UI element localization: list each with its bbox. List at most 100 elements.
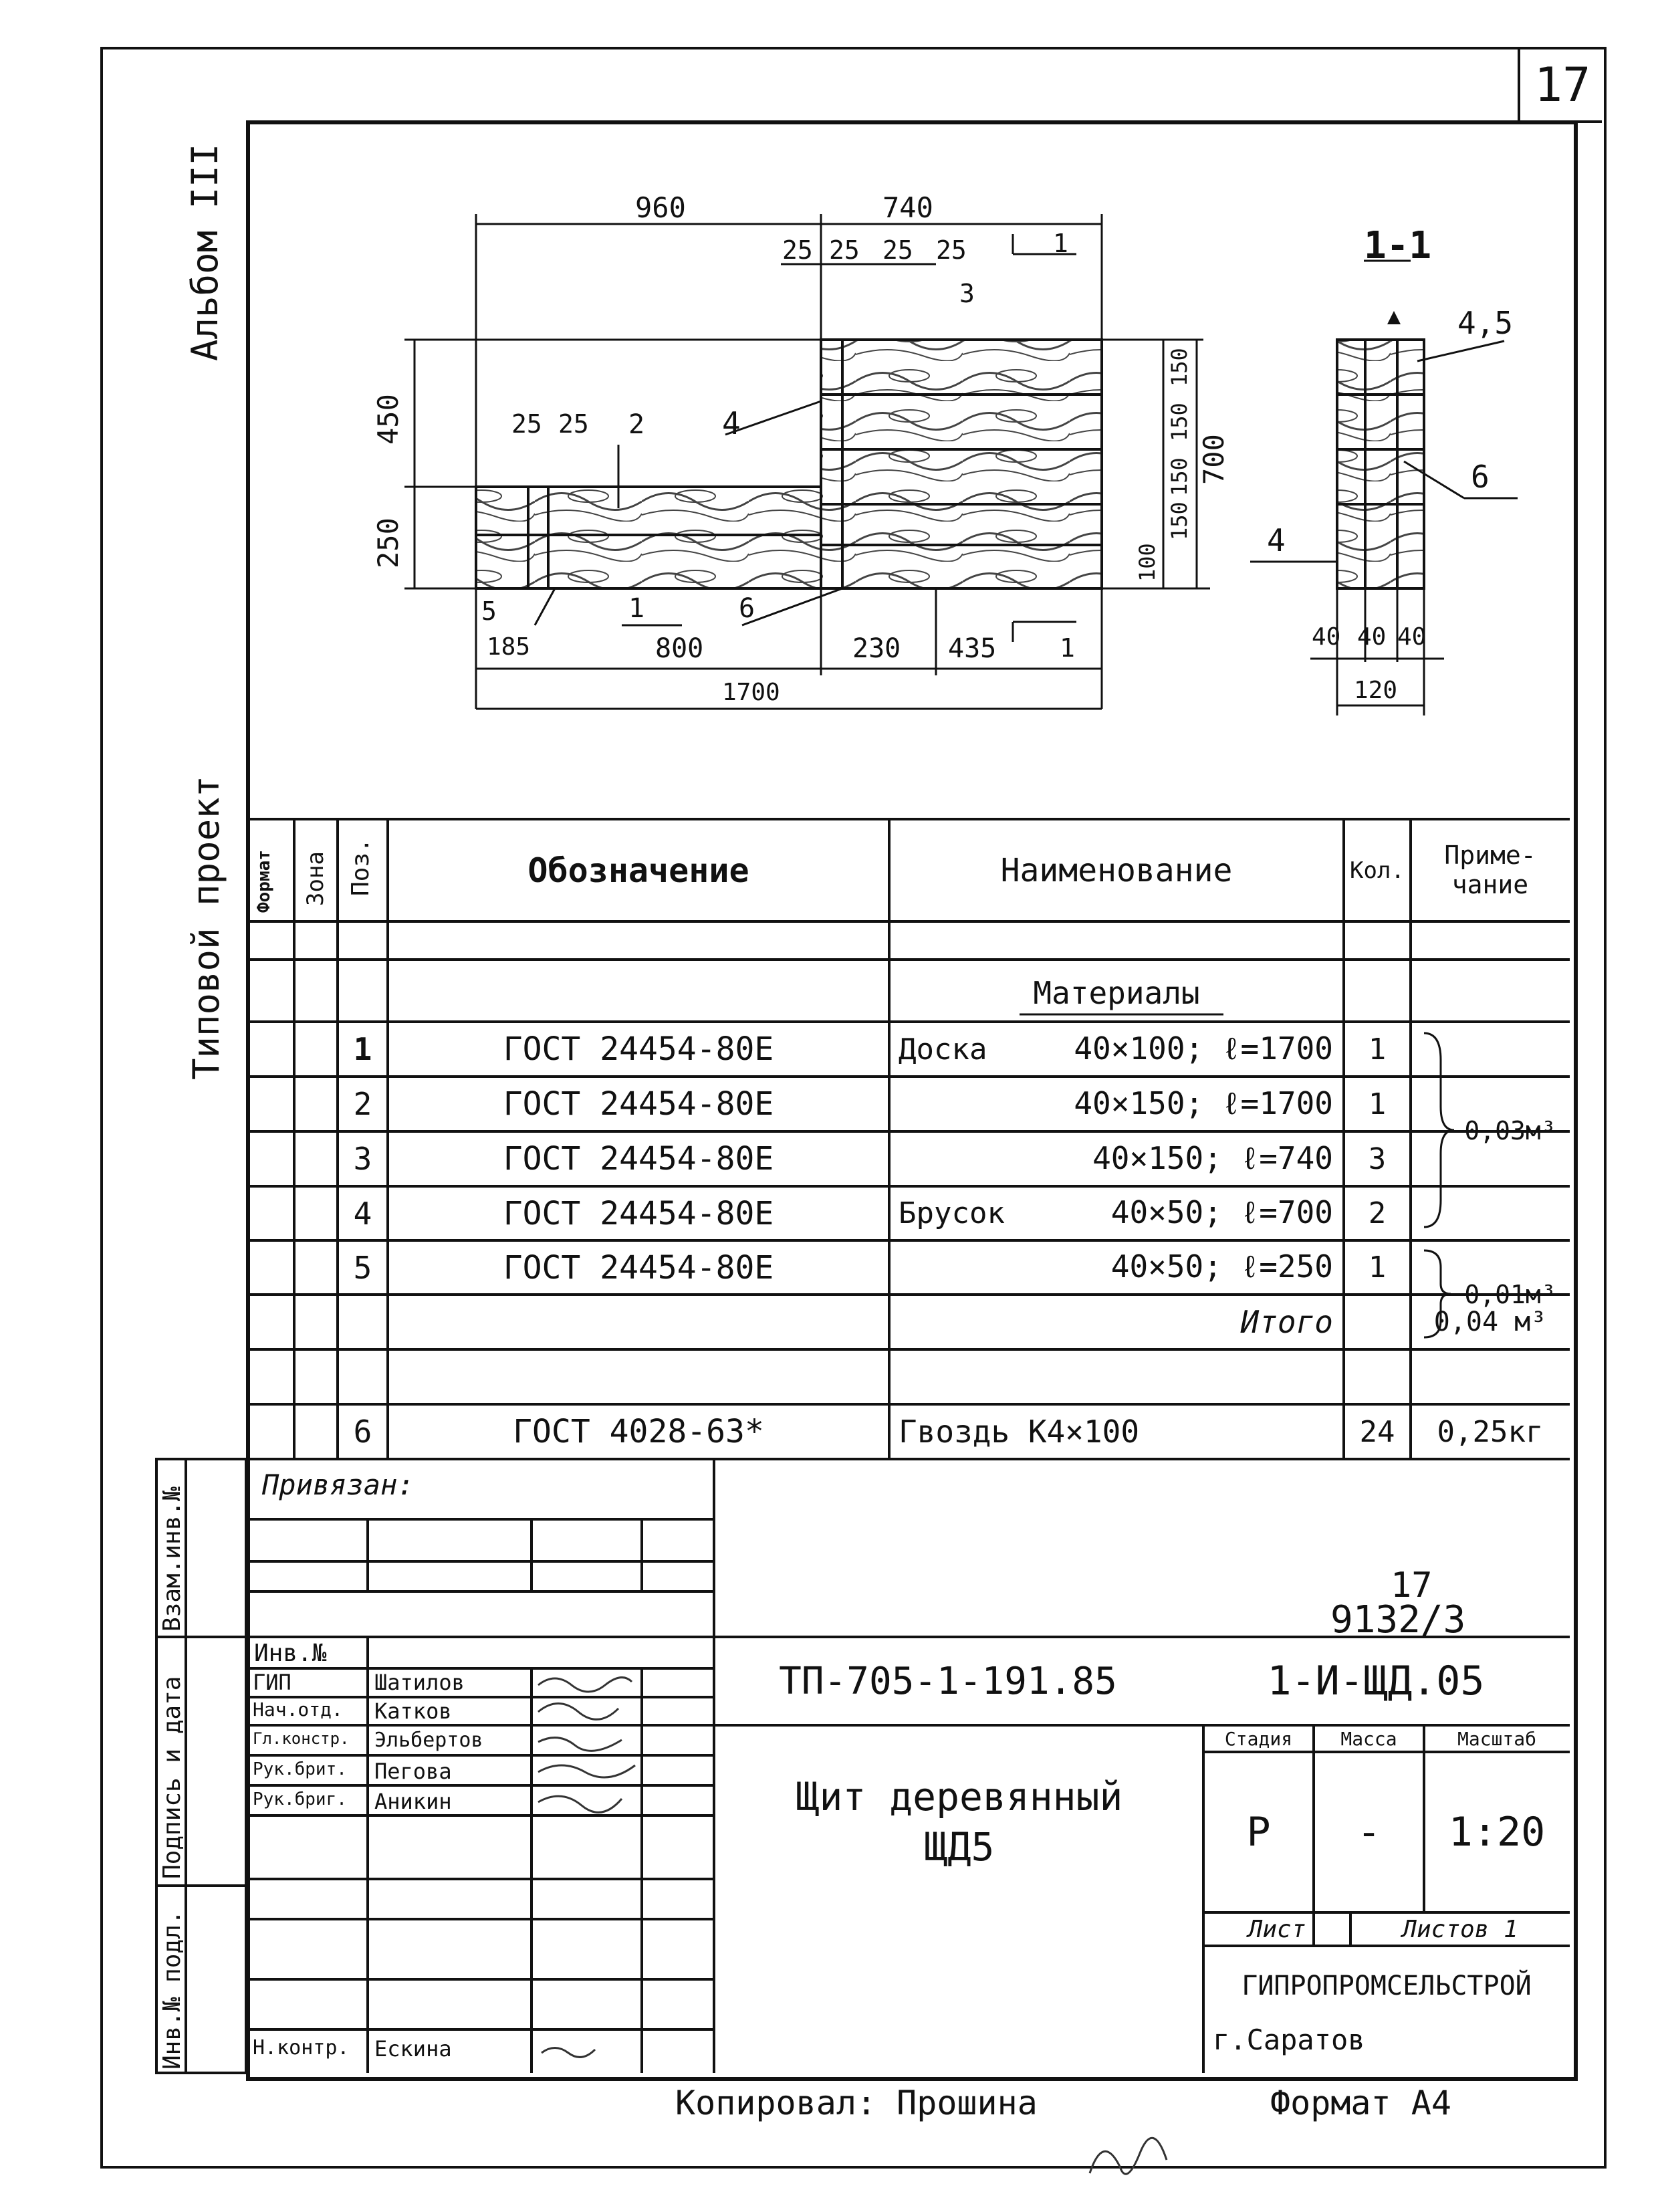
object-name: Щит деревянный ЩД5 [796, 1773, 1123, 1870]
sheet-number-box [1518, 48, 1602, 123]
col-designation-header: Обозначение [527, 851, 749, 890]
org-name: ГИПРОПРОМСЕЛЬСТРОЙ [1241, 1971, 1532, 2001]
pos-mark-3: 3 [959, 279, 975, 308]
dim-25c: 25 [882, 235, 913, 265]
dim-960: 960 [635, 191, 686, 224]
name-head-dept: Катков [374, 1698, 452, 1724]
dim-1700: 1700 [722, 679, 780, 706]
row6-note: 0,25кг [1437, 1414, 1544, 1449]
row4-qty: 2 [1368, 1196, 1387, 1230]
total-label: Итого [1240, 1304, 1333, 1340]
section-dim-40a: 40 [1312, 623, 1341, 651]
dim-800: 800 [655, 633, 704, 664]
section-mark: 1-1 [1364, 224, 1432, 267]
dim-25b: 25 [829, 235, 860, 265]
section-pos-45: 4,5 [1457, 305, 1514, 341]
sheet-code-bottom: 9132/3 [1330, 1598, 1466, 1642]
note-group-2: 0,01м³ [1464, 1280, 1556, 1309]
col-qty-header: Кол. [1350, 857, 1405, 884]
row3-qty: 3 [1368, 1141, 1387, 1176]
row6-pos: 6 [353, 1414, 372, 1450]
inner-frame [246, 120, 1578, 2081]
scale-label: Масштаб [1457, 1727, 1536, 1750]
small-dim-25a: 25 [511, 409, 542, 439]
dim-185: 185 [487, 633, 531, 661]
section-pos-6: 6 [1471, 459, 1490, 495]
scale-value: 1:20 [1448, 1809, 1546, 1856]
dim-25a: 25 [782, 235, 813, 265]
role-chief-designer: Гл.констр. [253, 1729, 350, 1748]
role-norm-control: Н.контр. [253, 2036, 350, 2060]
copied-by: Копировал: Прошина [675, 2084, 1038, 2122]
sheet-label: Лист [1248, 1915, 1306, 1943]
paper-format: Формат А4 [1270, 2084, 1451, 2122]
sheet-code-top: 17 [1391, 1565, 1433, 1606]
sheet-number: 17 [1534, 58, 1591, 112]
row6-qty: 24 [1359, 1414, 1395, 1449]
note-group-1: 0,03м³ [1464, 1116, 1556, 1145]
pos-mark-1: 1 [628, 593, 645, 624]
pos-mark-6: 6 [739, 593, 755, 624]
row2-pos: 2 [353, 1086, 372, 1122]
org-city: г.Саратов [1213, 2023, 1365, 2056]
role-team-lead-2: Рук.бриг. [253, 1789, 347, 1809]
materials-title: Материалы [1033, 975, 1200, 1011]
role-team-lead-1: Рук.брит. [253, 1759, 347, 1779]
row1-designation: ГОСТ 24454-80Е [503, 1030, 774, 1068]
dim-740: 740 [882, 191, 933, 224]
name-gip: Шатилов [374, 1670, 465, 1695]
stamp-signature-date: Подпись и дата [158, 1676, 186, 1879]
total-value: 0,04 м³ [1433, 1307, 1547, 1337]
row2-size: 40×150; ℓ=1700 [1074, 1085, 1333, 1121]
dim-230: 230 [852, 633, 901, 664]
row4-item: Брусок [899, 1196, 1005, 1230]
pos-mark-4: 4 [722, 405, 741, 441]
sheets-label: Листов 1 [1402, 1915, 1518, 1943]
row5-pos: 5 [353, 1249, 372, 1286]
name-chief-designer: Эльбертов [374, 1729, 483, 1752]
cut-mark-top: 1 [1053, 229, 1068, 258]
project-code: ТП-705-1-191.85 [779, 1659, 1117, 1703]
pos-mark-5: 5 [481, 596, 497, 626]
row1-pos: 1 [353, 1031, 372, 1067]
row3-designation: ГОСТ 24454-80Е [503, 1140, 774, 1178]
col-note-header: Приме-чание [1444, 840, 1536, 899]
section-pos-4: 4 [1267, 522, 1286, 558]
row4-pos: 4 [353, 1195, 372, 1232]
row3-pos: 3 [353, 1141, 372, 1177]
bound-label: Привязан: [262, 1468, 414, 1501]
row1-item: Доска [899, 1032, 987, 1067]
doc-code: 1-И-ЩД.05 [1267, 1658, 1485, 1704]
row2-designation: ГОСТ 24454-80Е [503, 1085, 774, 1123]
stamp-original-inv: Инв.№ подл. [158, 1910, 186, 2070]
row5-qty: 1 [1368, 1250, 1387, 1285]
stage-value: Р [1246, 1809, 1271, 1856]
section-dim-120: 120 [1354, 677, 1398, 704]
row6-item: Гвоздь К4×100 [899, 1414, 1140, 1450]
stamp-replaced-inv: Взам.инв.№ [158, 1486, 186, 1632]
name-team-lead-1: Пегова [374, 1759, 452, 1784]
cut-mark-bottom: 1 [1060, 633, 1075, 663]
small-dim-25b: 25 [558, 409, 589, 439]
mass-label: Масса [1340, 1727, 1397, 1750]
row4-size: 40×50; ℓ=700 [1110, 1194, 1333, 1230]
dim-25d: 25 [936, 235, 967, 265]
row5-designation: ГОСТ 24454-80Е [503, 1248, 774, 1287]
role-head-dept: Нач.отд. [253, 1698, 343, 1721]
mass-value: - [1356, 1809, 1381, 1856]
pos-mark-2: 2 [628, 409, 645, 440]
row4-designation: ГОСТ 24454-80Е [503, 1194, 774, 1232]
inv-label: Инв.№ [254, 1640, 327, 1667]
row1-qty: 1 [1368, 1032, 1387, 1067]
col-name-header: Наименование [1000, 851, 1233, 889]
stage-label: Стадия [1224, 1727, 1293, 1750]
row6-designation: ГОСТ 4028-63* [513, 1413, 764, 1450]
shield-drawing [404, 214, 1518, 715]
dim-435: 435 [948, 633, 997, 664]
row1-size: 40×100; ℓ=1700 [1074, 1030, 1333, 1067]
section-dim-40c: 40 [1397, 623, 1427, 651]
name-team-lead-2: Аникин [374, 1789, 452, 1814]
name-norm-control: Ескина [374, 2036, 452, 2062]
